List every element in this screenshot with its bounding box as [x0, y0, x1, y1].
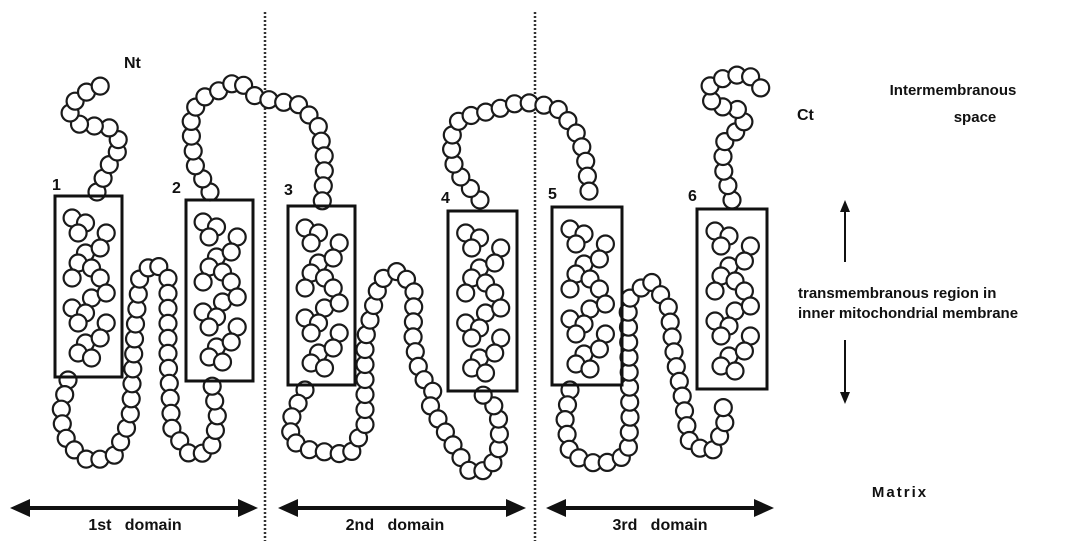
bead-helix-6 [736, 343, 753, 360]
bead-helix-3 [325, 250, 342, 267]
bead-helix-3 [303, 325, 320, 342]
bead-helix-2 [229, 289, 246, 306]
bead-helix-5 [591, 341, 608, 358]
domain-arrow-2 [278, 499, 526, 517]
n-terminus-label: Nt [124, 55, 142, 72]
bead-helix-5 [568, 236, 585, 253]
helix-number-3: 3 [284, 182, 293, 199]
domain-label-1: 1st domain [88, 517, 181, 534]
bead-helix-4 [486, 255, 503, 272]
helix-number-6: 6 [688, 188, 697, 205]
bead-helix-1 [92, 240, 109, 257]
bead-helix-1 [92, 330, 109, 347]
bead-helix-5 [562, 281, 579, 298]
helix-number-2: 2 [172, 180, 181, 197]
helix-number-1: 1 [52, 177, 61, 194]
domain-label-3: 3rd domain [612, 517, 707, 534]
bead-helix-2 [223, 244, 240, 261]
bead-loop-3 [475, 387, 492, 404]
bead-helix-4 [477, 365, 494, 382]
bead-helix-2 [223, 334, 240, 351]
bead-helix-6 [713, 328, 730, 345]
bead-helix-6 [727, 363, 744, 380]
bead-helix-1 [70, 225, 87, 242]
bead-c-tail [752, 79, 769, 96]
bead-helix-1 [70, 315, 87, 332]
domain-label-2: 2nd domain [346, 517, 445, 534]
bead-helix-4 [486, 345, 503, 362]
bead-helix-1 [64, 270, 81, 287]
c-terminus-label: Ct [797, 107, 815, 124]
bead-helix-2 [195, 274, 212, 291]
bead-loop-4 [581, 183, 598, 200]
bead-helix-4 [457, 285, 474, 302]
bead-helix-1 [83, 350, 100, 367]
bead-helix-1 [98, 285, 115, 302]
bead-helix-6 [736, 253, 753, 270]
bead-helix-3 [325, 340, 342, 357]
domain-arrow-1 [10, 499, 258, 517]
bead-helix-6 [713, 238, 730, 255]
bead-helix-3 [303, 235, 320, 252]
transmembrane-label-line1: transmembranous region in [798, 285, 996, 302]
bead-helix-4 [463, 240, 480, 257]
intermembrane-label-line2: space [954, 109, 997, 126]
bead-helix-2 [201, 319, 218, 336]
amino-acid-chain [53, 67, 769, 480]
bead-helix-2 [214, 354, 231, 371]
bead-helix-5 [582, 361, 599, 378]
bead-n-tail [92, 78, 109, 95]
domain-arrow-3 [546, 499, 774, 517]
bead-helix-6 [707, 283, 724, 300]
bead-helix-5 [568, 326, 585, 343]
vertical-arrow [840, 200, 850, 404]
intermembrane-label-line1: Intermembranous [890, 82, 1017, 99]
bead-helix-4 [492, 300, 509, 317]
bead-helix-5 [597, 296, 614, 313]
helix-number-4: 4 [441, 190, 450, 207]
bead-helix-5 [591, 251, 608, 268]
bead-helix-3 [316, 360, 333, 377]
transmembrane-label-line2: inner mitochondrial membrane [798, 305, 1018, 322]
bead-loop-5 [715, 399, 732, 416]
bead-helix-4 [463, 330, 480, 347]
helix-number-5: 5 [548, 186, 557, 203]
bead-helix-3 [297, 280, 314, 297]
bead-helix-2 [201, 229, 218, 246]
matrix-label: Matrix [872, 484, 928, 501]
bead-helix-6 [742, 298, 759, 315]
bead-helix-3 [331, 295, 348, 312]
